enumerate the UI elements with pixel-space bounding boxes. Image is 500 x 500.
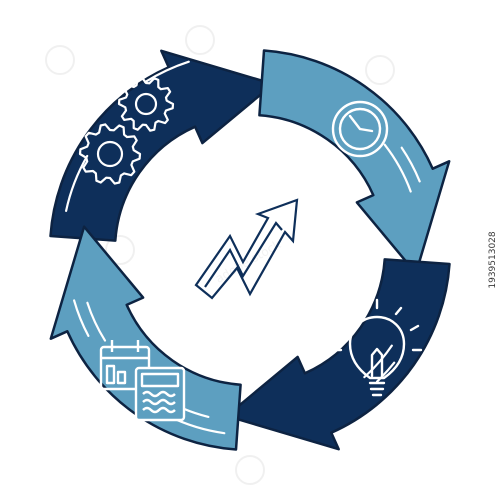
highlight-stroke xyxy=(400,146,421,183)
stock-id-label: 1939513028 xyxy=(486,150,500,370)
cycle-ring xyxy=(49,49,451,451)
arrow-segment-gears xyxy=(49,49,275,242)
stock-id-text: 1939513028 xyxy=(488,231,498,289)
arrow-segment-clock xyxy=(258,49,451,275)
calendar-calculator-icon xyxy=(99,340,186,422)
highlight-stroke xyxy=(383,143,412,193)
clock-icon xyxy=(331,100,389,158)
arrow-segment-lightbulb xyxy=(225,258,451,451)
highlight-stroke xyxy=(376,361,396,383)
growth-arrow-icon xyxy=(194,198,299,300)
gears-icon xyxy=(78,76,175,185)
lightbulb-icon xyxy=(331,298,423,397)
highlight-stroke xyxy=(144,60,190,84)
highlight-stroke xyxy=(73,299,90,337)
arrow-segment-calendar-calculator xyxy=(49,225,242,451)
highlight-stroke xyxy=(86,301,107,342)
highlight-stroke xyxy=(363,344,393,379)
